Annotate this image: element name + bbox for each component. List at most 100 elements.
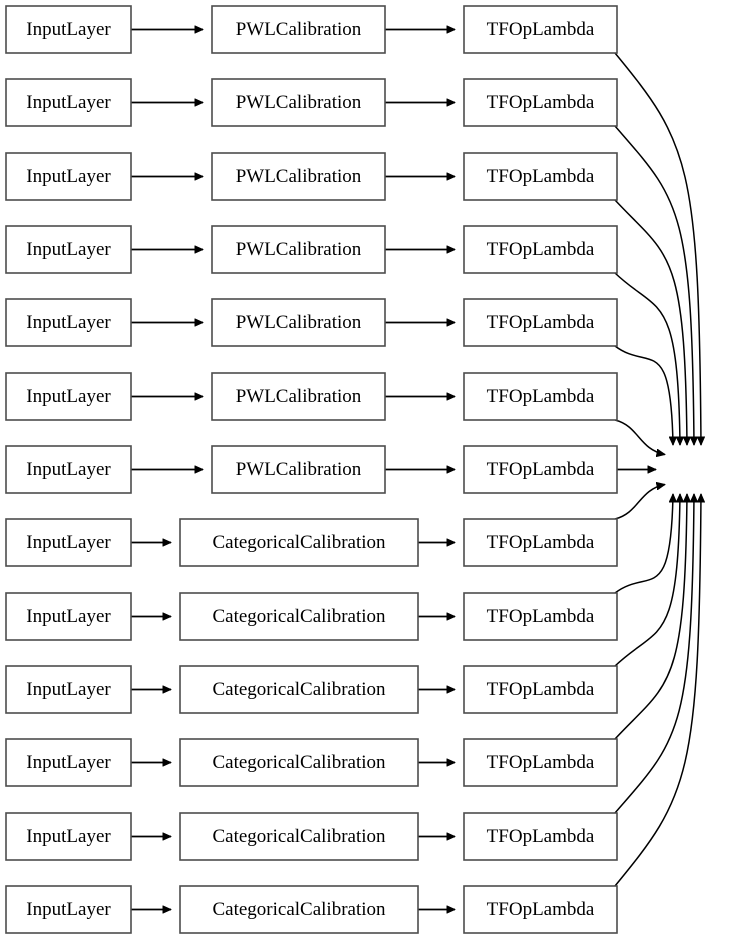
node-tfoplambda-1-label: TFOpLambda xyxy=(487,19,595,40)
node-tfoplambda-8[interactable]: TFOpLambda xyxy=(463,518,618,567)
edge-lambda-to-rtl-6 xyxy=(614,419,665,455)
node-calibration-8-label: CategoricalCalibration xyxy=(212,532,386,553)
node-tfoplambda-5-label: TFOpLambda xyxy=(487,312,595,333)
node-input-layer-2-label: InputLayer xyxy=(26,92,111,113)
node-calibration-9-box xyxy=(179,592,419,641)
node-calibration-8[interactable]: CategoricalCalibration xyxy=(179,518,419,567)
node-input-layer-11-label: InputLayer xyxy=(26,752,111,773)
node-input-layer-11-box xyxy=(5,738,132,787)
node-input-layer-8[interactable]: InputLayer xyxy=(5,518,132,567)
node-tfoplambda-2[interactable]: TFOpLambda xyxy=(463,78,618,127)
edge-lambda-to-rtl-3 xyxy=(614,199,687,445)
node-input-layer-5[interactable]: InputLayer xyxy=(5,298,132,347)
node-calibration-10-box xyxy=(179,665,419,714)
node-calibration-10-label: CategoricalCalibration xyxy=(212,679,386,700)
node-tfoplambda-13[interactable]: TFOpLambda xyxy=(463,885,618,934)
node-tfoplambda-2-box xyxy=(463,78,618,127)
node-calibration-7-box xyxy=(211,445,386,494)
node-tfoplambda-6-label: TFOpLambda xyxy=(487,386,595,407)
node-input-layer-10-box xyxy=(5,665,132,714)
node-input-layer-3-box xyxy=(5,152,132,201)
edge-lambda-to-rtl-10 xyxy=(614,494,680,667)
node-tfoplambda-4-box xyxy=(463,225,618,274)
node-input-layer-11[interactable]: InputLayer xyxy=(5,738,132,787)
node-calibration-1[interactable]: PWLCalibration xyxy=(211,5,386,54)
node-calibration-4-label: PWLCalibration xyxy=(236,239,362,260)
node-calibration-4[interactable]: PWLCalibration xyxy=(211,225,386,274)
node-tfoplambda-6-box xyxy=(463,372,618,421)
node-tfoplambda-3[interactable]: TFOpLambda xyxy=(463,152,618,201)
node-tfoplambda-7[interactable]: TFOpLambda xyxy=(463,445,618,494)
edge-lambda-to-rtl-8 xyxy=(614,485,665,520)
edge-lambda-to-rtl-4 xyxy=(614,272,680,445)
node-tfoplambda-5-box xyxy=(463,298,618,347)
node-calibration-5[interactable]: PWLCalibration xyxy=(211,298,386,347)
node-input-layer-5-label: InputLayer xyxy=(26,312,111,333)
node-calibration-9[interactable]: CategoricalCalibration xyxy=(179,592,419,641)
node-tfoplambda-7-label: TFOpLambda xyxy=(487,459,595,480)
node-input-layer-6-box xyxy=(5,372,132,421)
node-input-layer-1-label: InputLayer xyxy=(26,19,111,40)
node-calibration-1-box xyxy=(211,5,386,54)
node-calibration-7[interactable]: PWLCalibration xyxy=(211,445,386,494)
edge-lambda-to-rtl-11 xyxy=(614,494,687,740)
node-input-layer-1[interactable]: InputLayer xyxy=(5,5,132,54)
node-input-layer-4[interactable]: InputLayer xyxy=(5,225,132,274)
node-calibration-1-label: PWLCalibration xyxy=(236,19,362,40)
node-tfoplambda-9[interactable]: TFOpLambda xyxy=(463,592,618,641)
edge-lambda-to-rtl-12 xyxy=(614,494,694,814)
node-calibration-13[interactable]: CategoricalCalibration xyxy=(179,885,419,934)
node-input-layer-3[interactable]: InputLayer xyxy=(5,152,132,201)
node-input-layer-13[interactable]: InputLayer xyxy=(5,885,132,934)
node-tfoplambda-10[interactable]: TFOpLambda xyxy=(463,665,618,714)
node-input-layer-9[interactable]: InputLayer xyxy=(5,592,132,641)
node-input-layer-13-label: InputLayer xyxy=(26,899,111,920)
edge-lambda-to-rtl-1 xyxy=(614,52,701,445)
node-input-layer-7-box xyxy=(5,445,132,494)
node-calibration-6-box xyxy=(211,372,386,421)
node-tfoplambda-6[interactable]: TFOpLambda xyxy=(463,372,618,421)
node-tfoplambda-1-box xyxy=(463,5,618,54)
node-calibration-13-box xyxy=(179,885,419,934)
node-input-layer-9-box xyxy=(5,592,132,641)
node-tfoplambda-10-label: TFOpLambda xyxy=(487,679,595,700)
node-input-layer-7-label: InputLayer xyxy=(26,459,111,480)
node-tfoplambda-11[interactable]: TFOpLambda xyxy=(463,738,618,787)
node-input-layer-6-label: InputLayer xyxy=(26,386,111,407)
node-calibration-12[interactable]: CategoricalCalibration xyxy=(179,812,419,861)
node-calibration-11[interactable]: CategoricalCalibration xyxy=(179,738,419,787)
node-calibration-10[interactable]: CategoricalCalibration xyxy=(179,665,419,714)
node-input-layer-10[interactable]: InputLayer xyxy=(5,665,132,714)
node-calibration-3-box xyxy=(211,152,386,201)
node-tfoplambda-9-label: TFOpLambda xyxy=(487,606,595,627)
node-input-layer-13-box xyxy=(5,885,132,934)
node-input-layer-2[interactable]: InputLayer xyxy=(5,78,132,127)
edge-lambda-to-rtl-5 xyxy=(614,345,673,445)
node-calibration-6-label: PWLCalibration xyxy=(236,386,362,407)
node-tfoplambda-1[interactable]: TFOpLambda xyxy=(463,5,618,54)
node-tfoplambda-4[interactable]: TFOpLambda xyxy=(463,225,618,274)
node-input-layer-12-label: InputLayer xyxy=(26,826,111,847)
node-calibration-13-label: CategoricalCalibration xyxy=(212,899,386,920)
node-tfoplambda-11-box xyxy=(463,738,618,787)
node-input-layer-5-box xyxy=(5,298,132,347)
node-input-layer-1-box xyxy=(5,5,132,54)
node-input-layer-8-label: InputLayer xyxy=(26,532,111,553)
node-calibration-12-label: CategoricalCalibration xyxy=(212,826,386,847)
node-calibration-2[interactable]: PWLCalibration xyxy=(211,78,386,127)
node-input-layer-2-box xyxy=(5,78,132,127)
node-tfoplambda-12-label: TFOpLambda xyxy=(487,826,595,847)
node-calibration-3[interactable]: PWLCalibration xyxy=(211,152,386,201)
node-input-layer-3-label: InputLayer xyxy=(26,166,111,187)
node-tfoplambda-5[interactable]: TFOpLambda xyxy=(463,298,618,347)
node-tfoplambda-12[interactable]: TFOpLambda xyxy=(463,812,618,861)
node-input-layer-6[interactable]: InputLayer xyxy=(5,372,132,421)
edge-lambda-to-rtl-9 xyxy=(614,494,673,594)
node-calibration-8-box xyxy=(179,518,419,567)
node-input-layer-7[interactable]: InputLayer xyxy=(5,445,132,494)
node-input-layer-12[interactable]: InputLayer xyxy=(5,812,132,861)
node-tfoplambda-9-box xyxy=(463,592,618,641)
node-calibration-6[interactable]: PWLCalibration xyxy=(211,372,386,421)
node-calibration-11-label: CategoricalCalibration xyxy=(212,752,386,773)
